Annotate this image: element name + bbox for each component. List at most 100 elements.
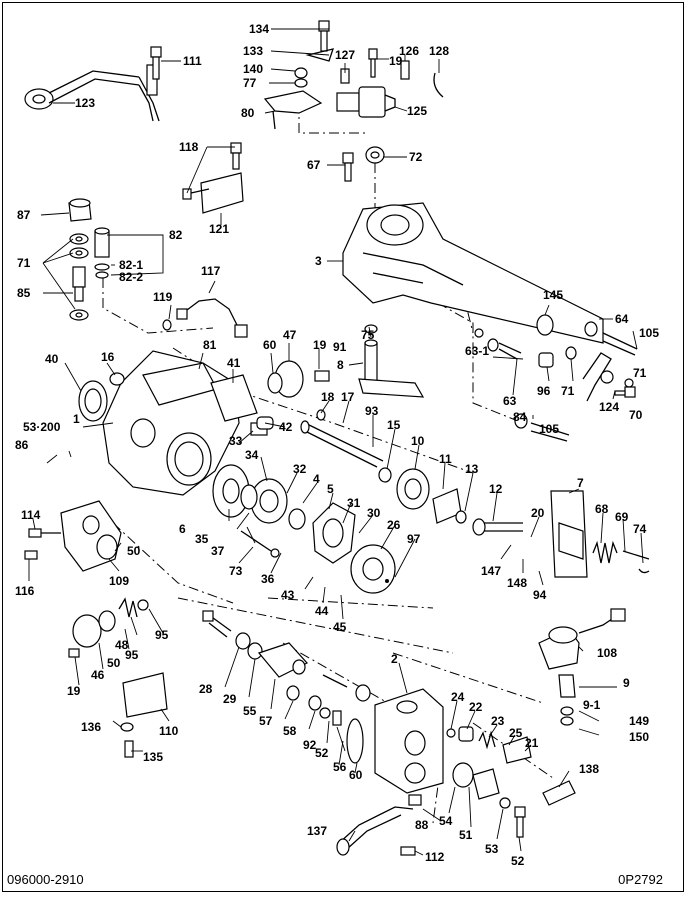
callout-label: 12 bbox=[489, 482, 503, 496]
callout-label: 91 bbox=[333, 340, 347, 354]
callout-label: 136 bbox=[81, 720, 101, 734]
callout-label: 134 bbox=[249, 22, 269, 36]
callout-label: 72 bbox=[409, 150, 423, 164]
callout-label: 16 bbox=[101, 350, 115, 364]
callout-label: 40 bbox=[45, 352, 59, 366]
callout-label: 84 bbox=[513, 410, 527, 424]
callout-label: 135 bbox=[143, 750, 163, 764]
leader-lines bbox=[28, 28, 644, 856]
callout-label: 52 bbox=[511, 854, 525, 868]
callout-label: 117 bbox=[201, 264, 221, 278]
callout-label: 93 bbox=[365, 404, 379, 418]
callout-label: 108 bbox=[597, 646, 617, 660]
callout-label: 15 bbox=[387, 418, 401, 432]
sensor-part-117 bbox=[162, 298, 248, 338]
callout-label: 34 bbox=[245, 448, 259, 462]
governor-housing-part-3 bbox=[342, 202, 604, 344]
callout-label: 19 bbox=[389, 54, 403, 68]
callout-label: 17 bbox=[341, 390, 355, 404]
callout-label: 13 bbox=[465, 462, 479, 476]
callout-label: 3 bbox=[315, 254, 322, 268]
callout-label: 26 bbox=[387, 518, 401, 532]
callout-label: 74 bbox=[633, 522, 647, 536]
lever-part-137 bbox=[336, 794, 422, 856]
callout-label: 70 bbox=[629, 408, 643, 422]
callout-label: 77 bbox=[243, 76, 257, 90]
callout-label: 10 bbox=[411, 434, 425, 448]
callout-label: 42 bbox=[279, 420, 293, 434]
spring-set-part-57 bbox=[286, 674, 371, 764]
callout-label: 150 bbox=[629, 730, 649, 744]
callout-label: 60 bbox=[349, 768, 363, 782]
callout-label: 71 bbox=[17, 256, 31, 270]
callout-label: 33 bbox=[229, 434, 243, 448]
callout-label: 31 bbox=[347, 496, 361, 510]
callout-label: 121 bbox=[209, 222, 229, 236]
callout-label: 35 bbox=[195, 532, 209, 546]
callout-label: 23 bbox=[491, 714, 505, 728]
callout-label: 52 bbox=[315, 746, 329, 760]
callout-label: 116 bbox=[15, 584, 35, 598]
callout-label: 68 bbox=[595, 502, 609, 516]
cover-part-46 bbox=[68, 597, 149, 658]
callout-label: 9-1 bbox=[583, 698, 601, 712]
callout-label: 87 bbox=[17, 208, 31, 222]
shaft-part-17 bbox=[300, 409, 384, 468]
callout-label: 67 bbox=[307, 158, 321, 172]
callout-label: 58 bbox=[283, 724, 297, 738]
cylinder-part-10 bbox=[378, 467, 430, 510]
bolt-part-28 bbox=[202, 610, 263, 660]
callout-label: 6 bbox=[179, 522, 186, 536]
callout-label: 81 bbox=[203, 338, 217, 352]
callout-label: 51 bbox=[459, 828, 473, 842]
callout-label: 147 bbox=[481, 564, 501, 578]
callout-label: 94 bbox=[533, 588, 547, 602]
callout-label: 54 bbox=[439, 814, 453, 828]
bolt-part-105-lower bbox=[514, 413, 570, 442]
callout-label: 127 bbox=[335, 48, 355, 62]
drawing-number-left: 096000-2910 bbox=[7, 872, 84, 887]
callout-label: 7 bbox=[577, 476, 584, 490]
lever-part-123 bbox=[24, 64, 160, 122]
callout-label: 110 bbox=[159, 724, 179, 738]
callout-label: 43 bbox=[281, 588, 295, 602]
callout-label: 71 bbox=[561, 384, 575, 398]
callout-label: 82-1 bbox=[119, 258, 143, 272]
callout-label: 50 bbox=[127, 544, 141, 558]
callout-label: 18 bbox=[321, 390, 335, 404]
callout-label: 25 bbox=[509, 726, 523, 740]
callout-label: 92 bbox=[303, 738, 317, 752]
callout-label: 105 bbox=[539, 422, 559, 436]
callout-label: 11 bbox=[439, 452, 452, 466]
bolt-part-63 bbox=[474, 328, 522, 360]
callout-label: 125 bbox=[407, 104, 427, 118]
fitting-part-51 bbox=[452, 762, 526, 838]
callout-label: 112 bbox=[425, 850, 445, 864]
callout-label: 64 bbox=[615, 312, 629, 326]
cap-part-87 bbox=[68, 198, 92, 222]
coupling-part-5 bbox=[288, 502, 356, 564]
callout-label: 36 bbox=[261, 572, 275, 586]
callout-label: 28 bbox=[199, 682, 213, 696]
callout-label: 73 bbox=[229, 564, 243, 578]
callout-label: 75 bbox=[361, 328, 375, 342]
callout-label: 56 bbox=[333, 760, 347, 774]
callout-label: 20 bbox=[531, 506, 545, 520]
gear-part-6 bbox=[212, 464, 250, 518]
plate-part-121 bbox=[182, 142, 244, 214]
callout-label: 63 bbox=[503, 394, 517, 408]
callout-label: 85 bbox=[17, 286, 31, 300]
part-96 bbox=[538, 346, 577, 368]
callout-label: 111 bbox=[183, 54, 202, 68]
part-145 bbox=[536, 314, 554, 336]
callout-label: 96 bbox=[537, 384, 551, 398]
valve-part-82 bbox=[94, 227, 110, 279]
callout-label: 9 bbox=[623, 676, 630, 690]
callout-label: 19 bbox=[67, 684, 81, 698]
callout-label: 46 bbox=[91, 668, 105, 682]
bolt-part-67 bbox=[342, 152, 354, 182]
callout-label: 1 bbox=[73, 412, 80, 426]
nut-part-72 bbox=[365, 146, 385, 164]
callout-label: 137 bbox=[307, 824, 327, 838]
callout-label: 123 bbox=[75, 96, 95, 110]
